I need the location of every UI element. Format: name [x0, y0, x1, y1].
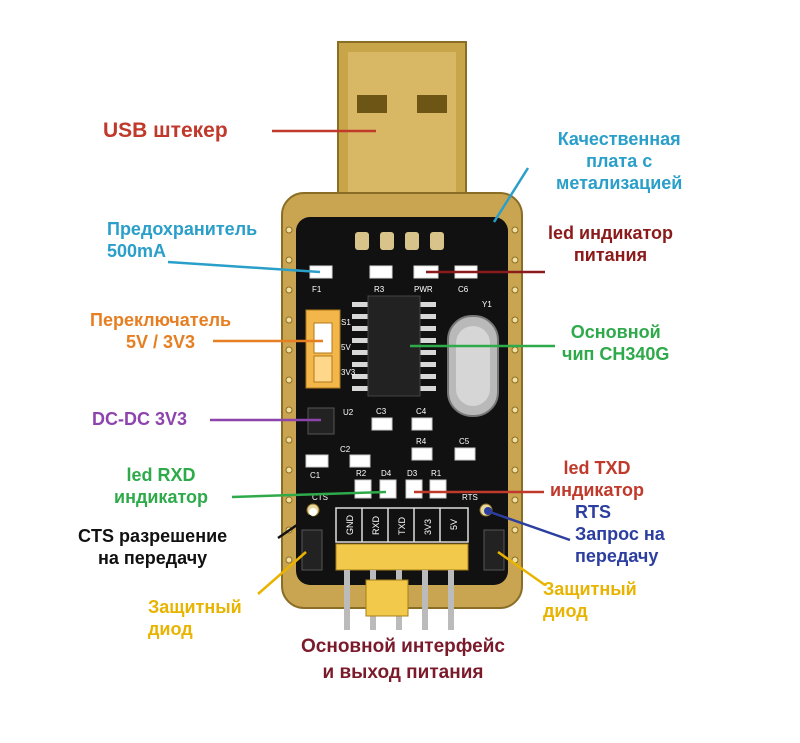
- silk-r2: R2: [356, 469, 367, 478]
- label-switch-line1: Переключатель: [90, 310, 232, 330]
- pin-txd-label: TXD: [397, 516, 407, 535]
- silk-c2: C2: [340, 445, 351, 454]
- silk-cts: CTS: [312, 493, 328, 502]
- label-rts-line3: передачу: [575, 546, 659, 566]
- label-main-chip-line1: Основной: [570, 322, 661, 342]
- label-txd-led: led TXD индикатор: [550, 457, 644, 501]
- pin-rxd-label: RXD: [371, 515, 381, 535]
- label-metal-board-line1: Качественная: [557, 129, 681, 149]
- silk-pwr: PWR: [414, 285, 433, 294]
- silk-c5: C5: [459, 437, 470, 446]
- label-power-led-line1: led индикатор: [548, 223, 674, 243]
- pin-5v-label: 5V: [449, 519, 459, 530]
- label-rts-line2: Запрос на: [575, 524, 665, 544]
- label-main-chip: Основной чип CH340G: [562, 321, 669, 365]
- label-rxd-led: led RXD индикатор: [114, 464, 208, 508]
- silk-s1: S1: [341, 318, 351, 327]
- label-rts: RTS Запрос на передачу: [575, 501, 665, 567]
- label-switch-line2: 5V / 3V3: [126, 332, 196, 352]
- edge-holes: [285, 226, 519, 564]
- pointer-lines: [167, 129, 571, 595]
- label-metal-board-line3: метализацией: [556, 173, 683, 193]
- protection-diodes: [301, 529, 505, 571]
- label-fuse-line2: 500mA: [107, 241, 167, 261]
- label-switch: Переключатель 5V / 3V3: [90, 309, 231, 353]
- label-interface: Основной интерфейс и выход питания: [268, 634, 538, 686]
- txd-led: [405, 479, 423, 499]
- label-cts: CTS разрешение на передачу: [78, 525, 227, 569]
- usb-contact-window-left: [357, 95, 387, 113]
- pin-gnd-label: GND: [345, 515, 355, 536]
- label-usb-plug: USB штекер: [103, 118, 228, 143]
- silk-c1: C1: [310, 471, 321, 480]
- usb-contact-window-right: [417, 95, 447, 113]
- header-pins: [335, 543, 469, 630]
- silk-r3: R3: [374, 285, 385, 294]
- silk-rts: RTS: [462, 493, 478, 502]
- label-diode-right-line1: Защитный: [543, 579, 637, 599]
- label-usb-plug-text: USB штекер: [103, 119, 228, 142]
- silk-c4: C4: [416, 407, 427, 416]
- label-diode-right: Защитный диод: [543, 578, 637, 622]
- usb-solder-pads: [355, 232, 444, 250]
- silk-y1: Y1: [482, 300, 492, 309]
- silk-f1: F1: [312, 285, 322, 294]
- label-interface-line2: и выход питания: [322, 662, 484, 683]
- label-diode-left: Защитный диод: [148, 596, 242, 640]
- label-metal-board: Качественная плата с метализацией: [556, 128, 682, 194]
- silk-d3: D3: [407, 469, 418, 478]
- label-txd-led-line1: led TXD: [563, 458, 631, 478]
- pin-header-outline: [335, 507, 469, 543]
- label-rts-line1: RTS: [575, 502, 611, 522]
- silk-r4: R4: [416, 437, 427, 446]
- label-dcdc: DC-DC 3V3: [92, 408, 187, 430]
- label-cts-line2: на передачу: [97, 548, 208, 568]
- label-power-led-line2: питания: [573, 245, 648, 265]
- crystal-y1: [447, 315, 499, 417]
- label-diode-right-line2: диод: [543, 601, 588, 621]
- label-metal-board-line2: плата с: [586, 151, 653, 171]
- label-diode-left-line2: диод: [148, 619, 193, 639]
- silk-d4: D4: [381, 469, 392, 478]
- silk-r1: R1: [431, 469, 442, 478]
- label-txd-led-line2: индикатор: [550, 480, 645, 500]
- label-main-chip-line2: чип CH340G: [562, 344, 670, 364]
- voltage-switch: [305, 309, 341, 389]
- silk-3v3: 3V3: [341, 368, 356, 377]
- rxd-led: [379, 479, 397, 499]
- label-interface-line1: Основной интерфейс: [301, 636, 505, 657]
- label-rxd-led-line2: индикатор: [114, 487, 209, 507]
- label-rxd-led-line1: led RXD: [126, 465, 196, 485]
- label-fuse: Предохранитель 500mA: [107, 218, 257, 262]
- pointer-dots: [309, 507, 492, 516]
- pin-3v3-label: 3V3: [423, 519, 433, 535]
- silk-c3: C3: [376, 407, 387, 416]
- label-diode-left-line1: Защитный: [148, 597, 242, 617]
- label-cts-line1: CTS разрешение: [78, 526, 228, 546]
- silk-5v: 5V: [341, 343, 351, 352]
- label-power-led: led индикатор питания: [548, 222, 673, 266]
- silk-u2: U2: [343, 408, 354, 417]
- top-smd-row: [309, 265, 478, 279]
- label-fuse-line1: Предохранитель: [107, 219, 258, 239]
- label-dcdc-text: DC-DC 3V3: [92, 409, 188, 429]
- silk-c6: C6: [458, 285, 469, 294]
